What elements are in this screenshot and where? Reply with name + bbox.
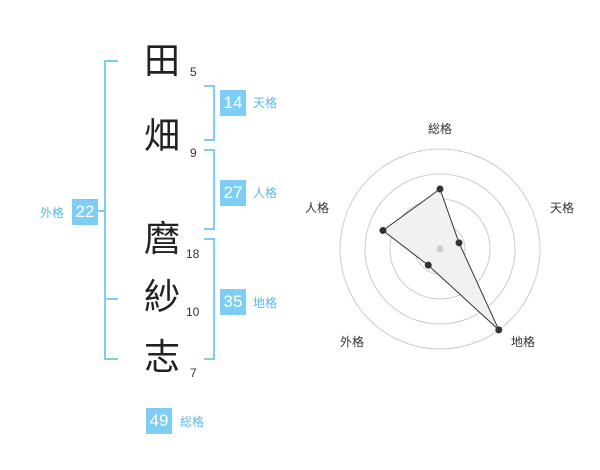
name-char-2: 畑 xyxy=(143,116,180,157)
radar-axis-label-jinkaku: 人格 xyxy=(305,201,330,215)
jinkaku-value: 27 xyxy=(220,180,246,206)
jinkaku-bracket xyxy=(204,149,215,230)
stroke-count-3: 18 xyxy=(186,247,200,261)
radar-axis-label-gaikaku: 外格 xyxy=(340,335,365,349)
gaikaku-label: 外格 xyxy=(40,206,65,220)
radar-axis-label-soukaku: 総格 xyxy=(428,122,453,136)
gaikaku-bracket-mid-tick xyxy=(104,298,118,300)
chikaku-label: 地格 xyxy=(253,296,278,310)
radar-axis-label-tenkaku: 天格 xyxy=(550,201,575,215)
chikaku-bracket xyxy=(204,238,215,360)
soukaku-value: 49 xyxy=(146,408,172,434)
jinkaku-label: 人格 xyxy=(253,186,278,200)
radar-point-3 xyxy=(495,326,503,334)
gaikaku-bracket-connector xyxy=(96,210,106,212)
name-char-4: 紗 xyxy=(143,277,180,318)
tenkaku-bracket xyxy=(204,85,215,141)
radar-series-polygon xyxy=(382,188,500,331)
gaikaku-value: 22 xyxy=(72,199,98,225)
name-char-1: 田 xyxy=(143,41,180,82)
name-char-5: 志 xyxy=(143,337,180,378)
radar-point-1 xyxy=(436,185,444,193)
stroke-count-2: 9 xyxy=(190,146,197,160)
tenkaku-label: 天格 xyxy=(253,96,278,110)
name-char-3: 麿 xyxy=(143,219,180,260)
radar-point-2 xyxy=(455,239,463,247)
radar-point-4 xyxy=(424,261,432,269)
radar-point-5 xyxy=(379,226,387,234)
stroke-count-5: 7 xyxy=(190,366,197,380)
chikaku-value: 35 xyxy=(220,289,246,315)
stroke-count-1: 5 xyxy=(190,65,197,79)
tenkaku-value: 14 xyxy=(220,90,246,116)
stroke-count-4: 10 xyxy=(186,305,200,319)
radar-axis-label-chikaku: 地格 xyxy=(511,335,536,349)
radar-center-dot xyxy=(436,245,444,253)
soukaku-label: 総格 xyxy=(180,415,205,429)
